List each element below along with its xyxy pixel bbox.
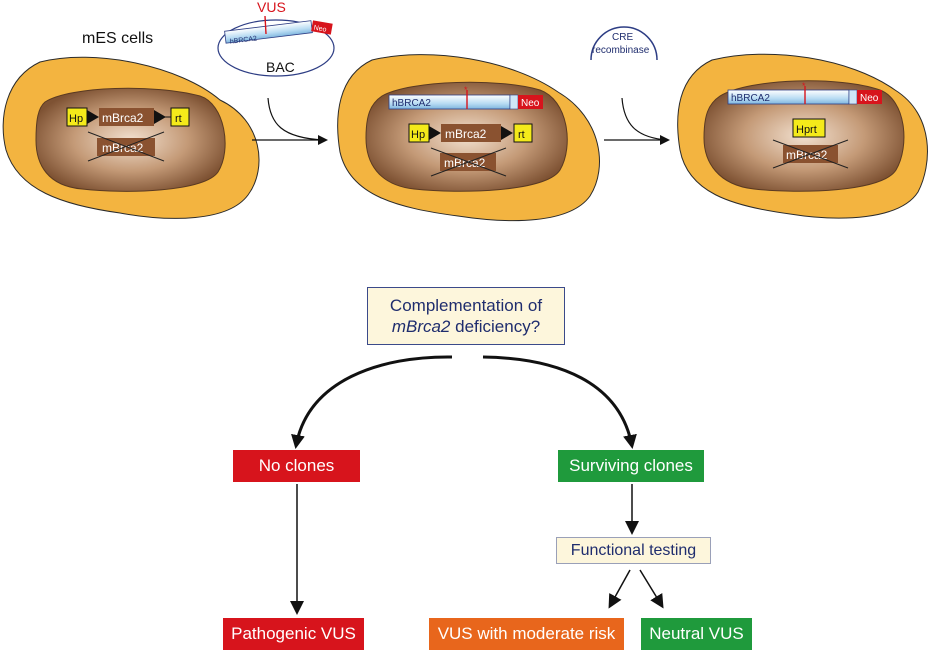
question-line1: Complementation of <box>389 296 543 315</box>
hprt-box <box>792 118 826 138</box>
rt-label: rt <box>175 113 182 125</box>
no-clones-box: No clones <box>233 450 360 482</box>
question-box: Complementation of mBrca2 deficiency? <box>367 287 565 345</box>
recombinase-label: recombinase <box>592 45 650 56</box>
branch-arrow-left <box>291 355 453 449</box>
question-rest: deficiency? <box>450 317 541 336</box>
mbrca2-label: mBrca2 <box>445 127 487 141</box>
cre-label: CRE <box>612 32 633 43</box>
loxp-arrow-icon <box>87 110 99 124</box>
small-marker-box <box>848 89 858 105</box>
rt-box <box>513 123 533 143</box>
cross-line <box>430 147 507 177</box>
rt-box <box>170 107 190 127</box>
mbrca2-label: mBrca2 <box>102 111 144 125</box>
hp-label: Hp <box>69 113 83 125</box>
bac-label: BAC <box>266 59 295 75</box>
loxp-arrow-icon <box>429 126 441 140</box>
cre-arc <box>590 26 658 61</box>
bac-construct: hBRCA2 Neo VUS BAC <box>217 0 335 77</box>
neo-box <box>518 95 543 109</box>
mes-cells-label: mES cells <box>82 30 153 47</box>
neutral-vus-box: Neutral VUS <box>641 618 752 650</box>
cre-recombinase: CRE recombinase <box>590 26 658 61</box>
mbrca2-box <box>441 124 501 142</box>
step-arrow-1 <box>267 97 325 141</box>
small-marker-box <box>509 94 519 110</box>
functional-testing-box: Functional testing <box>556 537 711 564</box>
arrow-testing-to-neutral <box>639 569 664 609</box>
step-arrow-2 <box>621 97 669 141</box>
question-italic: mBrca2 <box>391 317 451 336</box>
bac-hbrca2-bar <box>224 20 313 44</box>
cell-1: mES cells Hp mBrca2 rt mBrca2 <box>2 30 260 219</box>
loxp-arrow-icon <box>154 110 166 124</box>
bac-neo-label: Neo <box>313 25 327 34</box>
hbrca2-label: hBRCA2 <box>731 93 770 104</box>
bac-neo-box <box>311 20 333 35</box>
vus-marker <box>264 15 267 35</box>
vus-star: * <box>802 81 806 91</box>
neo-label: Neo <box>860 93 879 104</box>
cross-line <box>772 139 849 169</box>
bac-hbrca2-label: hBRCA2 <box>230 35 258 45</box>
hbrca2-label: hBRCA2 <box>392 98 431 109</box>
cross-line <box>87 131 165 162</box>
branch-arrow-right <box>482 355 637 449</box>
rt-label: rt <box>518 129 525 141</box>
vus-label: VUS <box>257 0 286 15</box>
cell-3: hBRCA2 * Neo Hprt mBrca2 <box>677 53 928 219</box>
loxp-arrow-icon <box>501 126 513 140</box>
vus-star: * <box>464 85 468 95</box>
pathogenic-vus-box: Pathogenic VUS <box>223 618 364 650</box>
arrow-testing-to-moderate <box>608 569 631 609</box>
surviving-clones-box: Surviving clones <box>558 450 704 482</box>
neo-label: Neo <box>521 98 540 109</box>
hp-label: Hp <box>411 129 425 141</box>
hprt-label: Hprt <box>796 124 817 136</box>
question-line2: mBrca2 deficiency? <box>392 316 540 337</box>
vus-moderate-risk-box: VUS with moderate risk <box>429 618 624 650</box>
mbrca2-box <box>99 108 154 126</box>
cell-2: hBRCA2 * Neo Hp mBrca2 rt mBrca2 <box>337 54 600 222</box>
neo-box <box>857 90 882 104</box>
